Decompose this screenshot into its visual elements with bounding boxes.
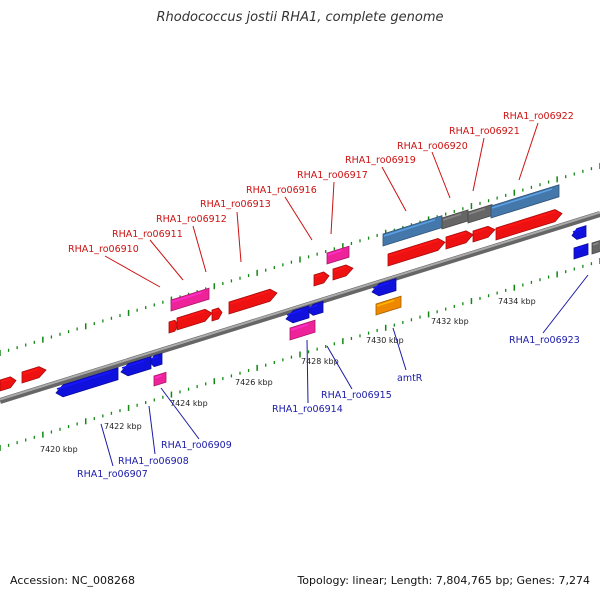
gene-box-gray[interactable] (591, 240, 600, 255)
gene-highlight (22, 367, 40, 375)
gene-box-pink[interactable] (289, 319, 316, 341)
gene-label-ro06917[interactable]: RHA1_ro06917 (297, 170, 368, 181)
gene-highlight (171, 291, 203, 303)
gene-label-ro06914[interactable]: RHA1_ro06914 (272, 404, 343, 415)
gene-label-ro06907[interactable]: RHA1_ro06907 (77, 469, 148, 480)
gene-highlight (212, 309, 219, 313)
gene-label-ro06910[interactable]: RHA1_ro06910 (68, 244, 139, 255)
tick-label: 7426 kbp (235, 378, 273, 387)
gene-label-amtR[interactable]: amtR (397, 373, 423, 384)
gene-arrow-ro06921[interactable] (472, 225, 496, 243)
gene-highlight (592, 242, 599, 246)
gene-arrow-ro06911[interactable] (176, 308, 213, 331)
leader-lines-forward (104, 122, 539, 288)
gene-highlight (446, 232, 467, 240)
gene-label-ro06911[interactable]: RHA1_ro06911 (112, 229, 183, 240)
tick-label: 7424 kbp (170, 399, 208, 408)
gene-highlight (56, 371, 112, 390)
gene-highlight (473, 227, 489, 234)
gene-box-steel[interactable] (490, 184, 560, 219)
gene-arrow-ro06914[interactable] (285, 305, 310, 324)
gene-label-ro06909[interactable]: RHA1_ro06909 (161, 440, 232, 451)
tick-label: 7432 kbp (431, 317, 469, 326)
gene-box-pink[interactable] (170, 287, 210, 312)
gene-label-ro06916[interactable]: RHA1_ro06916 (246, 185, 317, 196)
leader-lines-reverse (100, 274, 589, 467)
gene-label-ro06912[interactable]: RHA1_ro06912 (156, 214, 227, 225)
tick-label: 7428 kbp (301, 357, 339, 366)
gene-box-pink[interactable] (326, 245, 350, 265)
gene-highlight (290, 323, 309, 331)
gene-highlight (308, 304, 318, 309)
genome-summary-text: Topology: linear; Length: 7,804,765 bp; … (297, 574, 590, 587)
gene-label-ro06922[interactable]: RHA1_ro06922 (503, 111, 574, 122)
gene-arrow-ro06920[interactable] (445, 230, 474, 250)
map-title: Rhodococcus jostii RHA1, complete genome (156, 10, 444, 25)
gene-arrow-ro06922[interactable] (495, 209, 563, 241)
gene-highlight (388, 239, 439, 257)
gene-label-ro06919[interactable]: RHA1_ro06919 (345, 155, 416, 166)
tick-label: 7420 kbp (40, 445, 78, 454)
gene-highlight (177, 310, 206, 321)
gene-highlight (327, 249, 343, 256)
tick-label: 7422 kbp (104, 422, 142, 431)
gene-label-ro06908[interactable]: RHA1_ro06908 (118, 456, 189, 467)
gene-highlight (121, 360, 145, 369)
gene-box-orange[interactable] (375, 295, 402, 316)
gene-arrow-ro06915[interactable] (307, 300, 324, 316)
gene-highlight (150, 355, 159, 360)
tick-label: 7430 kbp (366, 336, 404, 345)
gene-highlight (574, 246, 584, 251)
gene-arrow-ro06909[interactable] (149, 352, 163, 368)
gene-highlight (169, 321, 176, 325)
gene-highlight (314, 273, 324, 278)
gene-highlight (333, 266, 347, 272)
gene-highlight (496, 210, 556, 231)
gene-label-ro06921[interactable]: RHA1_ro06921 (449, 126, 520, 137)
gene-arrow-ro06919[interactable] (387, 237, 446, 267)
gene-label-ro06915[interactable]: RHA1_ro06915 (321, 390, 392, 401)
gene-highlight (154, 374, 163, 379)
gene-box-reverse[interactable] (573, 243, 589, 260)
gene-highlight (572, 228, 582, 233)
gene-arrow-amtR[interactable] (371, 277, 397, 297)
gene-highlight (229, 290, 271, 305)
gene-highlight (286, 309, 303, 316)
tick-row-forward (0, 163, 600, 356)
gene-highlight (468, 207, 486, 215)
gene-highlight (0, 378, 11, 383)
gene-label-ro06913[interactable]: RHA1_ro06913 (200, 199, 271, 210)
genome-backbone-highlight (0, 211, 600, 401)
gene-box-pink[interactable] (153, 371, 167, 387)
gene-arrow-ro06913[interactable] (228, 288, 278, 315)
gene-highlight (383, 219, 436, 237)
gene-highlight (442, 213, 462, 221)
gene-arrow-reverse[interactable] (571, 225, 587, 240)
gene-highlight (372, 281, 390, 289)
gene-label-ro06923[interactable]: RHA1_ro06923 (509, 335, 580, 346)
gene-highlight (376, 299, 395, 307)
accession-text: Accession: NC_008268 (10, 574, 136, 587)
gene-label-ro06920[interactable]: RHA1_ro06920 (397, 141, 468, 152)
tick-row-reverse (0, 258, 600, 451)
gene-arrow-forward[interactable] (21, 366, 47, 384)
gene-highlight (491, 188, 553, 209)
genome-backbone (0, 211, 600, 404)
tick-label: 7434 kbp (498, 297, 536, 306)
gene-arrow-ro06917[interactable] (332, 264, 354, 281)
